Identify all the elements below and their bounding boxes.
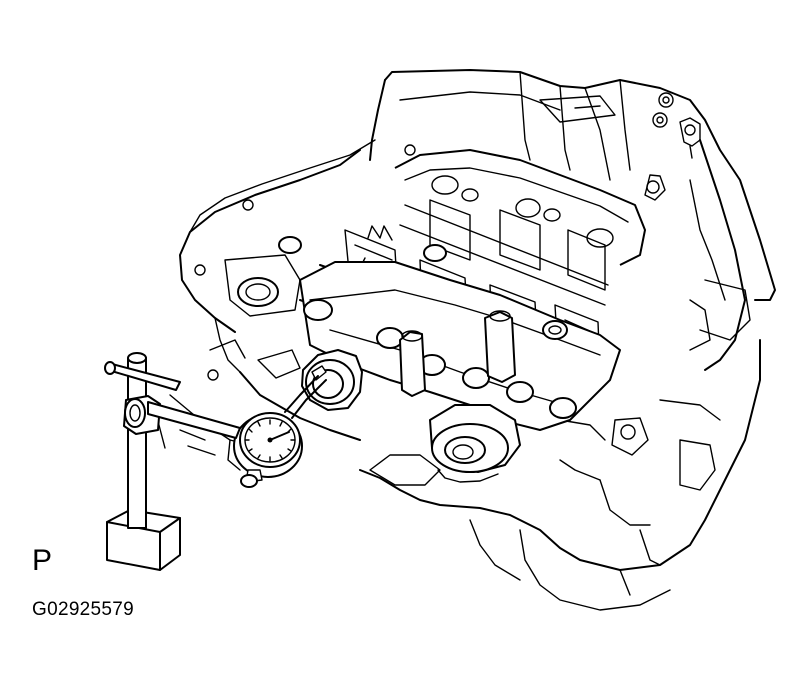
camshaft-timing-sprocket (430, 405, 520, 482)
view-label: P (32, 544, 53, 577)
dial-indicator-gauge (234, 350, 362, 487)
magnetic-base-stand (105, 353, 240, 570)
engine-block-outline (155, 70, 775, 610)
figure-code: G02925579 (32, 599, 135, 620)
camshaft-bearing-cap-frame (279, 150, 645, 430)
